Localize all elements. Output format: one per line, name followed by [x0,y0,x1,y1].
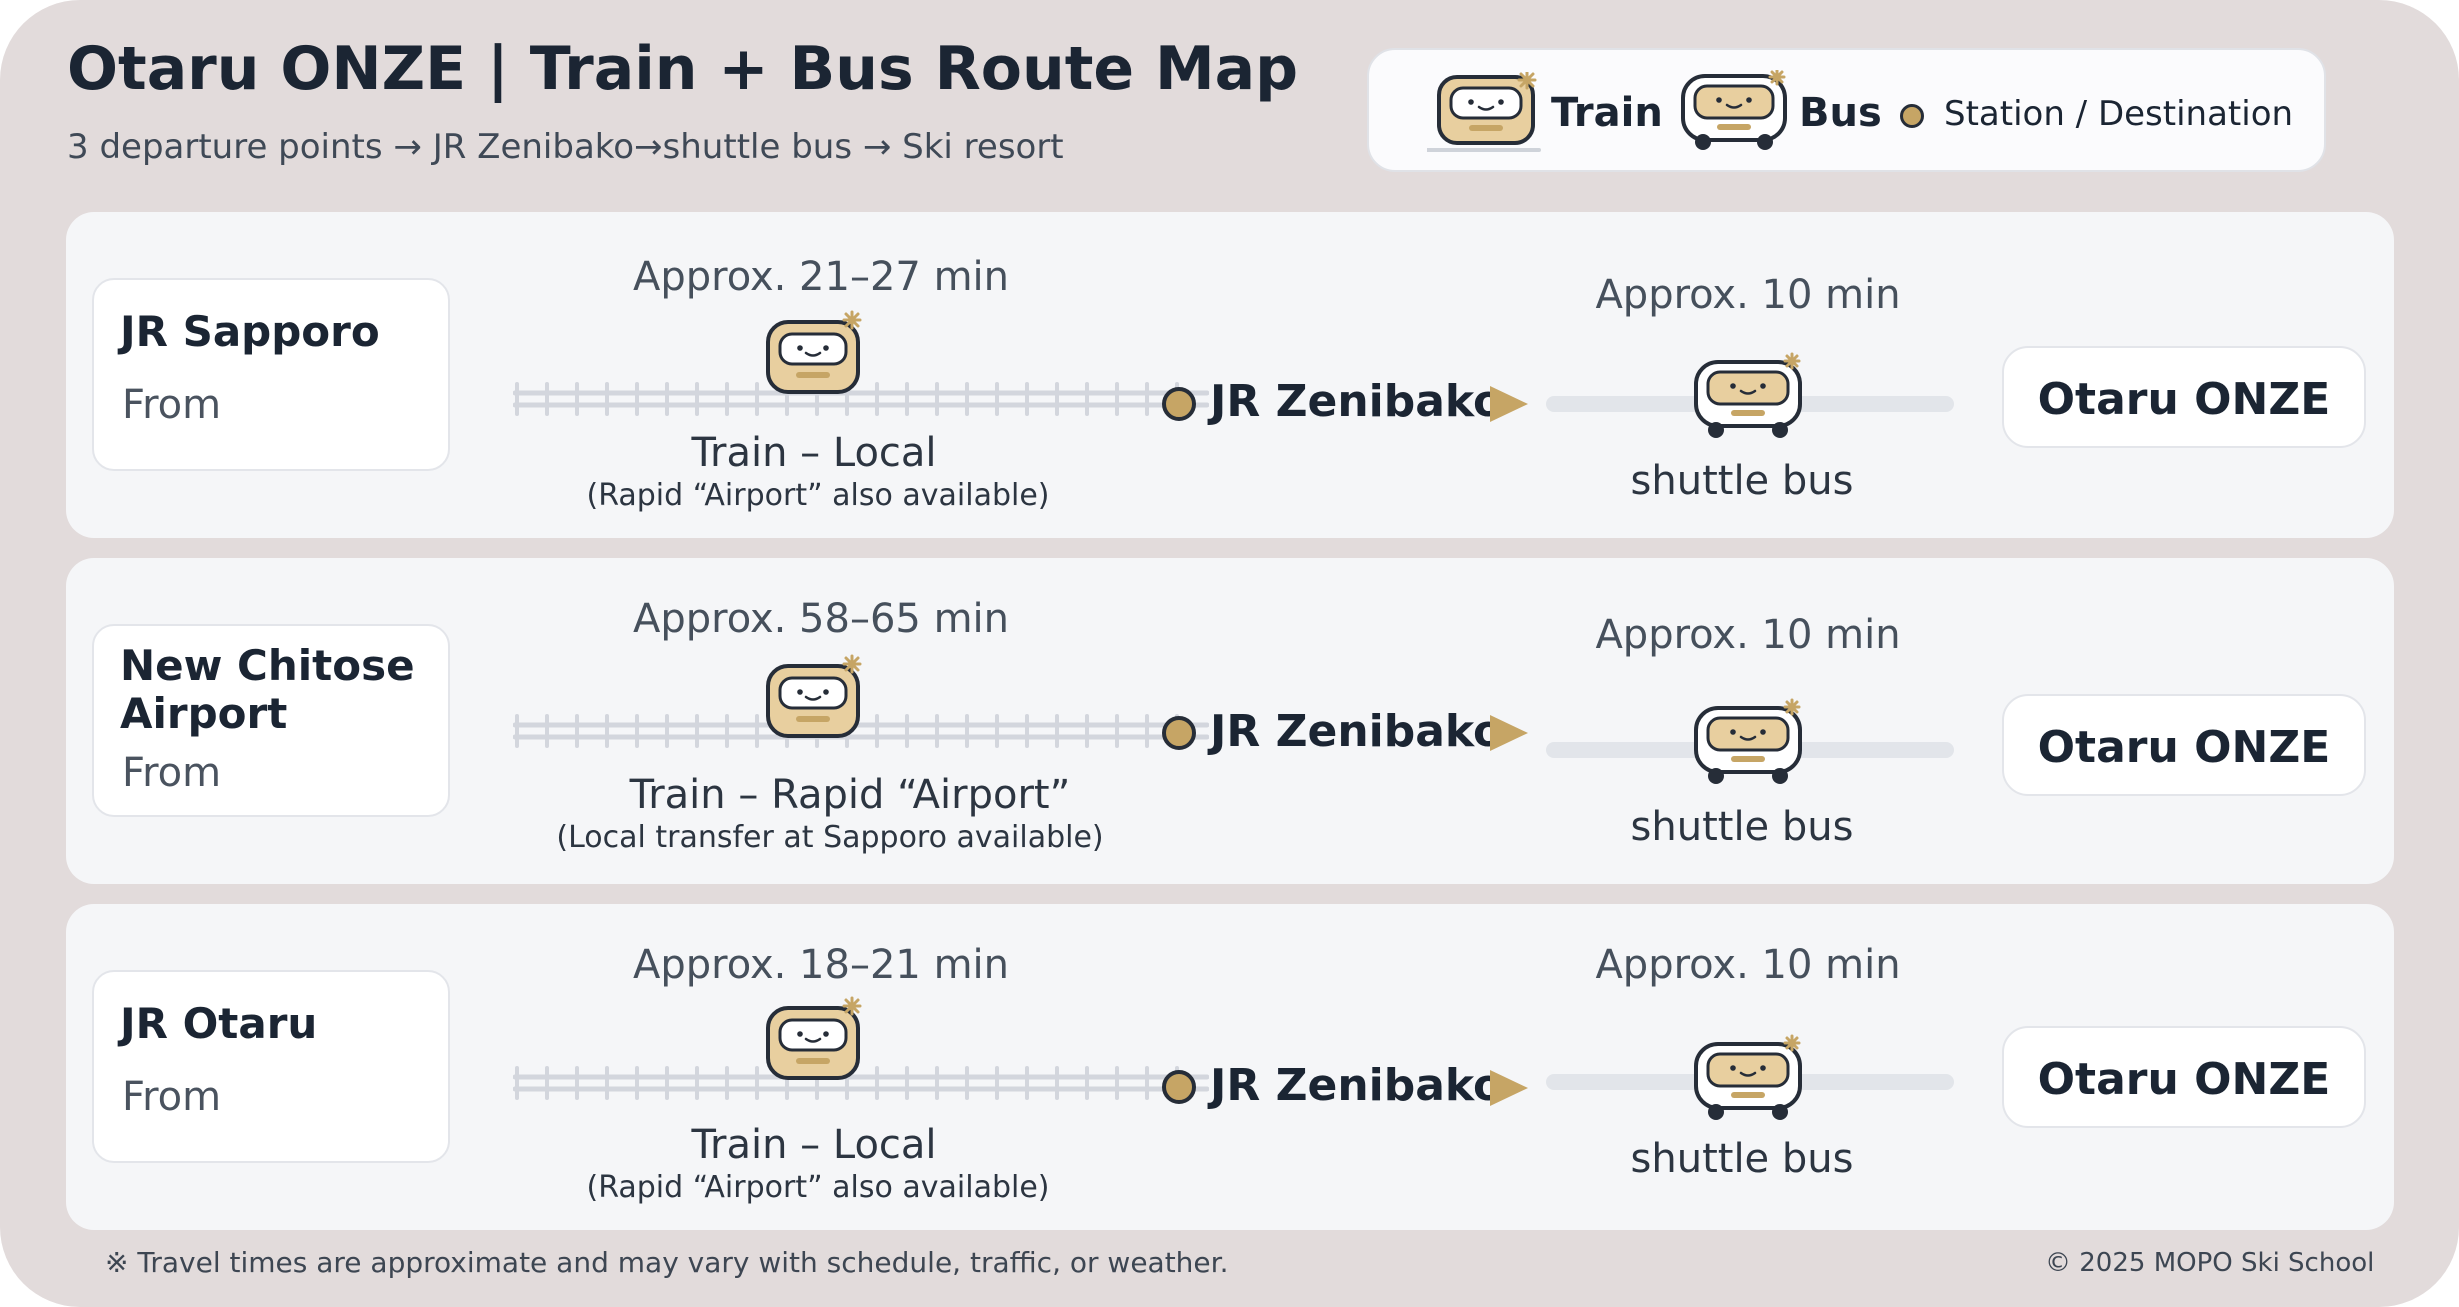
destination-card: Otaru ONZE [2002,346,2366,448]
bus-mode: shuttle bus [1630,804,1854,850]
bus-icon [1694,352,1802,438]
bus-time: Approx. 10 min [1595,942,1901,988]
origin-from-label: From [122,382,222,428]
destination-name: Otaru ONZE [2037,374,2331,425]
origin-name: JR Otaru [120,999,318,1048]
destination-name: Otaru ONZE [2037,1054,2331,1105]
copyright: © 2025 MOPO Ski School [2045,1248,2375,1278]
footnote: ※ Travel times are approximate and may v… [105,1246,1229,1279]
train-time: Approx. 18–21 min [633,942,1009,988]
legend: Train Bus Station / Destination [1367,48,2326,172]
legend-train-label: Train [1551,90,1663,136]
train-icon [766,654,862,738]
origin-name: JR Sapporo [120,307,380,356]
destination-card: Otaru ONZE [2002,1026,2366,1128]
play-arrow-icon [1490,386,1528,422]
bus-icon [1681,70,1787,150]
train-time: Approx. 58–65 min [633,596,1009,642]
bus-icon [1694,1034,1802,1120]
train-note: (Rapid “Airport” also available) [586,478,1050,513]
route-panel-otaru: JR Otaru From Approx. 18–21 min Train – … [66,904,2394,1230]
legend-station-dot [1900,104,1924,128]
origin-name: New Chitose Airport [120,641,415,738]
route-panel-sapporo: JR Sapporo From Approx. 21–27 min Train … [66,212,2394,538]
origin-from-label: From [122,1074,222,1120]
station-name: JR Zenibako [1210,1060,1504,1111]
origin-from-label: From [122,750,222,796]
train-service: Train – Local [691,430,937,476]
train-icon [766,996,862,1080]
train-service: Train – Rapid “Airport” [629,772,1071,818]
bus-mode: shuttle bus [1630,1136,1854,1182]
train-note: (Rapid “Airport” also available) [586,1170,1050,1205]
destination-card: Otaru ONZE [2002,694,2366,796]
train-service: Train – Local [691,1122,937,1168]
train-note: (Local transfer at Sapporo available) [556,820,1104,855]
page-title: Otaru ONZE | Train + Bus Route Map [67,34,1299,104]
bus-time: Approx. 10 min [1595,612,1901,658]
train-icon [1427,72,1541,152]
train-time: Approx. 21–27 min [633,254,1009,300]
play-arrow-icon [1490,1070,1528,1106]
origin-card: JR Sapporo From [92,278,450,471]
legend-station-label: Station / Destination [1944,94,2294,134]
station-dot [1162,716,1196,750]
bus-mode: shuttle bus [1630,458,1854,504]
page-subtitle: 3 departure points → JR Zenibako→shuttle… [67,127,1064,167]
station-dot [1162,1070,1196,1104]
station-name: JR Zenibako [1210,376,1504,427]
station-dot [1162,387,1196,421]
bus-time: Approx. 10 min [1595,272,1901,318]
origin-card: New Chitose Airport From [92,624,450,817]
play-arrow-icon [1490,715,1528,751]
origin-card: JR Otaru From [92,970,450,1163]
destination-name: Otaru ONZE [2037,722,2331,773]
route-panel-new-chitose: New Chitose Airport From Approx. 58–65 m… [66,558,2394,884]
rail-track [513,714,1209,748]
bus-icon [1694,698,1802,784]
train-icon [766,310,862,394]
legend-bus-label: Bus [1799,90,1882,136]
station-name: JR Zenibako [1210,706,1504,757]
